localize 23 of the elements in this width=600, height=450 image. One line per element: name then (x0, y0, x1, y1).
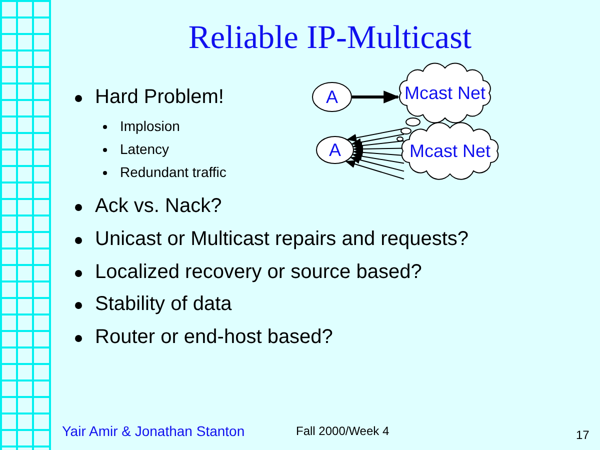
author-text: Yair Amir & Jonathan Stanton (62, 423, 245, 439)
sub-bullet-text: Implosion (120, 118, 180, 134)
page-number: 17 (576, 428, 590, 442)
bullet-text: Ack vs. Nack? (95, 195, 222, 218)
sub-bullet-text: Redundant traffic (120, 164, 226, 180)
date-text: Fall 2000/Week 4 (296, 424, 390, 438)
bullet-text: Router or end-host based? (95, 326, 333, 349)
arrow (352, 140, 404, 150)
sub-bullet-text: Latency (120, 141, 170, 157)
arrow (345, 160, 404, 180)
host-node: A (316, 136, 354, 164)
bullet-text: Unicast or Multicast repairs and requests? (95, 228, 468, 251)
arrow (346, 128, 404, 142)
arrow (352, 152, 404, 164)
bullet-text: Hard Problem! (95, 86, 224, 109)
bullet-text: Stability of data (95, 293, 232, 316)
bullet-text: Localized recovery or source based? (95, 261, 422, 284)
arrow (351, 134, 404, 146)
host-node: A (312, 82, 352, 112)
arrow (352, 90, 400, 104)
slide-title: Reliable IP-Multicast (187, 20, 473, 57)
network-cloud: Mcast Net (396, 63, 494, 123)
arrow (350, 156, 404, 172)
